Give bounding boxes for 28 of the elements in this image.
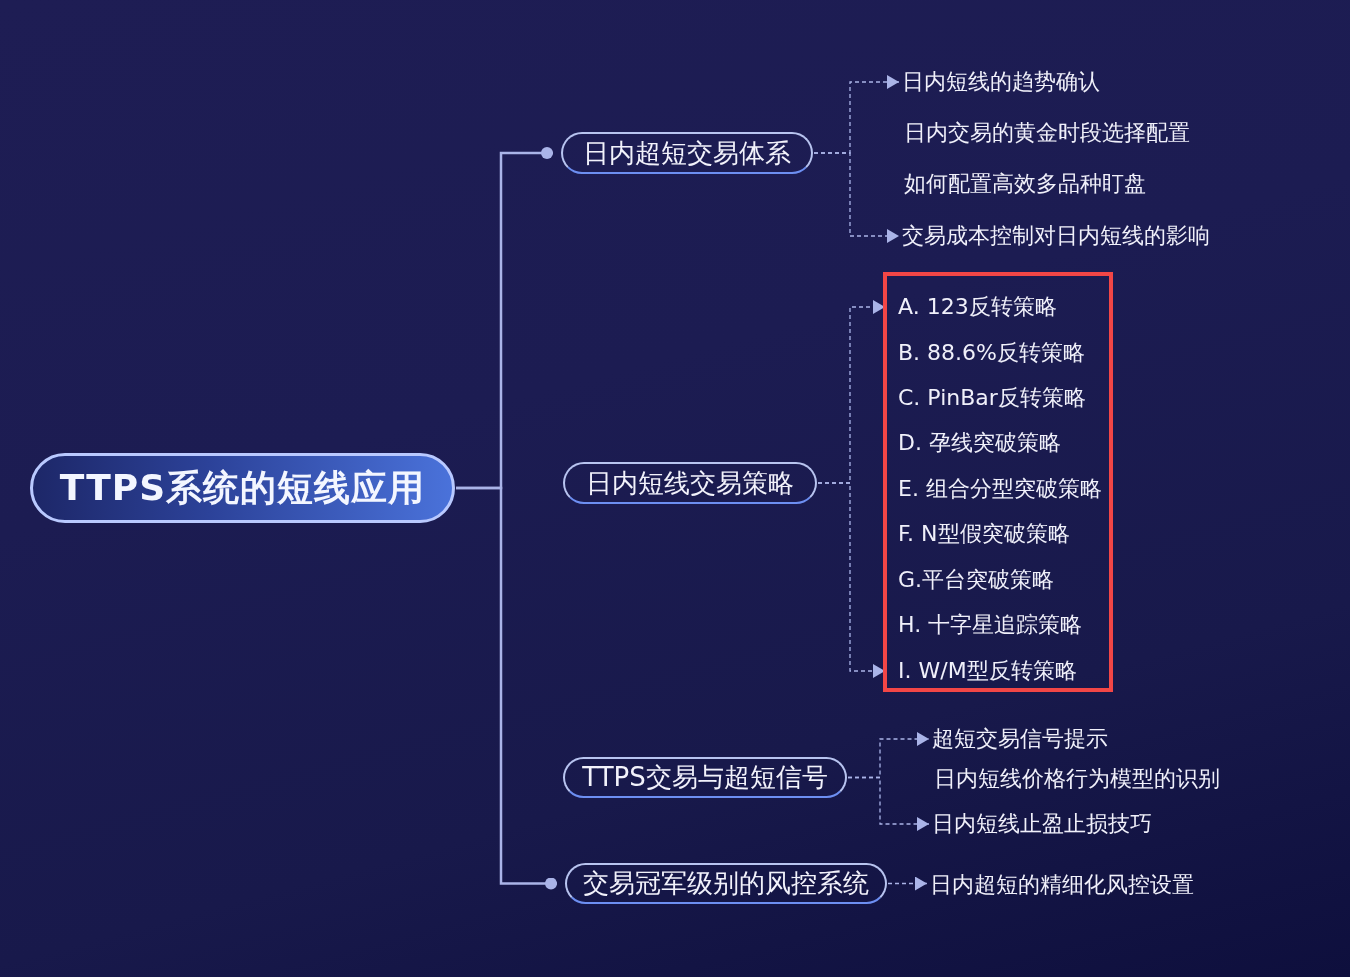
dashed-arrow — [813, 152, 900, 243]
dashed-arrow — [817, 482, 886, 678]
dot-connector — [456, 486, 557, 890]
list-item: 如何配置高效多品种盯盘 — [904, 170, 1146, 198]
dashed-arrow — [887, 876, 928, 891]
list-item: 日内超短的精细化风控设置 — [930, 871, 1194, 899]
topic-pill: TTPS交易与超短信号 — [563, 757, 847, 798]
topic-pill: 交易冠军级别的风控系统 — [565, 863, 887, 904]
list-item: I. W/M型反转策略 — [888, 657, 1077, 685]
list-item: 交易成本控制对日内短线的影响 — [902, 222, 1210, 250]
list-item: 日内短线止盈止损技巧 — [932, 810, 1152, 838]
list-item: B. 88.6%反转策略 — [888, 339, 1085, 367]
dashed-arrow — [847, 776, 930, 831]
list-item: D. 孕线突破策略 — [888, 429, 1061, 457]
list-item: A. 123反转策略 — [888, 293, 1057, 321]
list-item: 超短交易信号提示 — [932, 725, 1108, 753]
list-item: 日内短线的趋势确认 — [902, 68, 1100, 96]
list-item: C. PinBar反转策略 — [888, 384, 1086, 412]
list-item: G.平台突破策略 — [888, 566, 1055, 594]
list-item: 日内交易的黄金时段选择配置 — [904, 119, 1190, 147]
list-item: 日内短线价格行为模型的识别 — [934, 765, 1220, 793]
root-topic-pill: TTPS系统的短线应用 — [30, 453, 455, 523]
highlight-frame — [883, 272, 1113, 692]
list-item: F. N型假突破策略 — [888, 520, 1070, 548]
list-item: E. 组合分型突破策略 — [888, 475, 1102, 503]
topic-pill: 日内超短交易体系 — [561, 132, 813, 174]
topic-pill: 日内短线交易策略 — [563, 462, 817, 504]
list-item: H. 十字星追踪策略 — [888, 611, 1083, 639]
